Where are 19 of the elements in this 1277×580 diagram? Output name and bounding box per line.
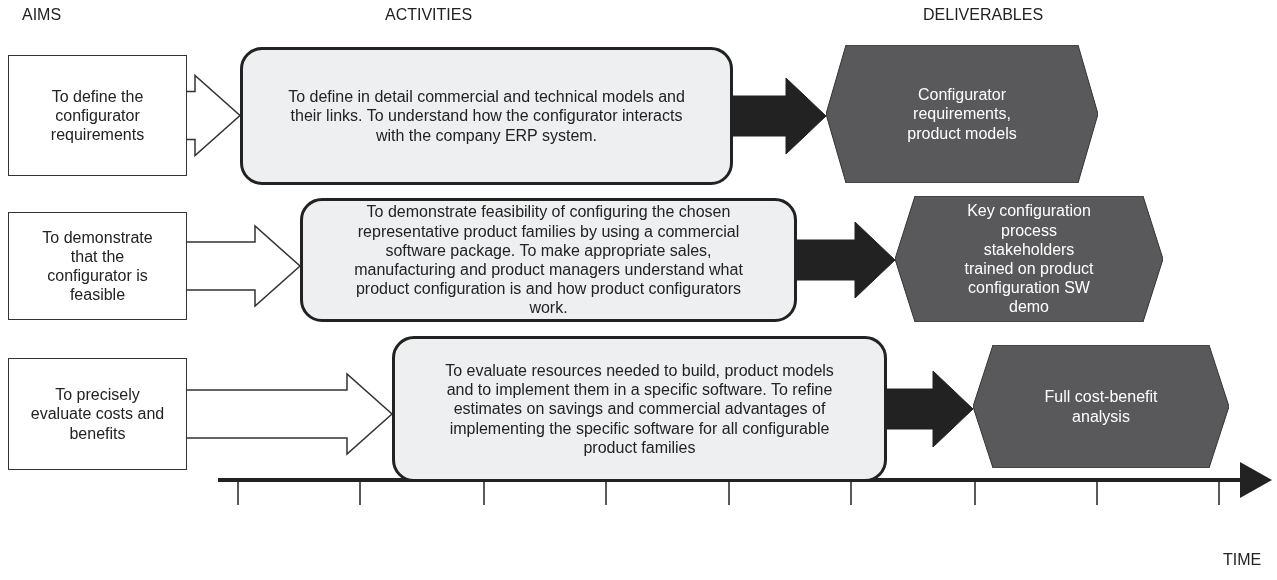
deliverable-hexagon: Key configuration process stakeholders trained on product configuration SW demo [895, 196, 1163, 322]
column-heading: AIMS [22, 6, 62, 24]
axis-label: TIME [1223, 551, 1262, 569]
aim-box: To precisely evaluate costs and benefits [8, 358, 187, 470]
deliverable-hexagon: Full cost-benefit analysis [973, 345, 1229, 468]
deliverable-hexagon: Configurator requirements, product models [826, 45, 1098, 183]
aim-box: To define the configurator requirements [8, 55, 187, 176]
aim-box: To demonstrate that the configurator is feasible [8, 212, 187, 320]
column-heading: DELIVERABLES [923, 6, 1044, 24]
activity-box: To demonstrate feasibility of configuring the chosen representative product families by using a commercial software package. To make appropriate sales, manufacturing and product managers understand what product configuration is and how product configurators work. [300, 198, 797, 322]
block-arrow [796, 221, 896, 299]
activity-box: To evaluate resources needed to build, product models and to implement them in a specific software. To refine estimates on savings and commercial advantages of implementing the specific software for all configurable product families [392, 336, 887, 482]
block-arrow [732, 77, 827, 155]
block-arrow [886, 370, 974, 448]
hollow-arrow [186, 224, 302, 308]
activity-box: To define in detail commercial and technical models and their links. To understand how the configurator interacts with the company ERP system. [240, 47, 733, 185]
hollow-arrow [186, 73, 242, 158]
column-heading: ACTIVITIES [385, 6, 473, 24]
hollow-arrow [186, 372, 394, 456]
